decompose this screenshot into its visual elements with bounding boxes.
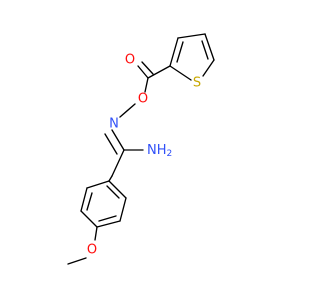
bond-c2-c3	[169, 37, 179, 67]
atom-sulfur: S	[193, 76, 201, 91]
bond-c2-c3-inner	[176, 41, 184, 63]
bond-c-ch2	[111, 149, 125, 177]
atom-carbonyl-oxygen: O	[125, 53, 135, 68]
bonds	[67, 33, 215, 265]
bond-ring-1	[86, 180, 110, 189]
bond-c2-carbonyl	[147, 65, 171, 79]
bond-ring-inner-c	[106, 185, 120, 199]
atom-imine-nitrogen: N	[109, 117, 119, 132]
bond-ring-3	[80, 210, 98, 228]
bond-n-c-1	[111, 129, 125, 151]
bond-ring-5	[119, 197, 127, 222]
bond-c3-c4	[177, 33, 206, 39]
amine-nh: NH	[147, 143, 167, 158]
bond-n-c-2	[104, 133, 118, 155]
bond-ch2-ring	[108, 175, 113, 182]
bond-ring-inner-b	[98, 215, 117, 222]
atom-methoxy-oxygen: O	[87, 243, 97, 258]
bond-c4-c5-inner	[201, 40, 209, 60]
bond-c5-s	[202, 59, 215, 77]
bond-oester-n	[119, 103, 136, 118]
molecule-canvas: O O S N NH2 O	[67, 33, 215, 265]
bond-omethoxy-ch3	[67, 257, 87, 265]
bond-ring-6	[108, 180, 127, 199]
bond-c4-c5	[204, 33, 215, 61]
bond-carbonyl-o-1	[137, 65, 149, 79]
bond-s-c2	[169, 65, 192, 81]
bond-ring-inner-a	[86, 192, 93, 211]
bond-ring-2	[80, 187, 88, 212]
bond-ring-omethoxy	[94, 226, 98, 241]
atom-labels: O O S N NH2 O	[87, 53, 201, 258]
amine-subscript: 2	[167, 149, 173, 159]
atom-amine: NH2	[147, 143, 172, 160]
atom-ester-oxygen: O	[138, 92, 148, 107]
bond-carbonyl-oester	[144, 77, 149, 93]
molecule-structure: O O S N NH2 O	[67, 33, 215, 265]
bond-ring-4	[96, 220, 121, 228]
bond-carbonyl-o-2	[141, 61, 154, 75]
